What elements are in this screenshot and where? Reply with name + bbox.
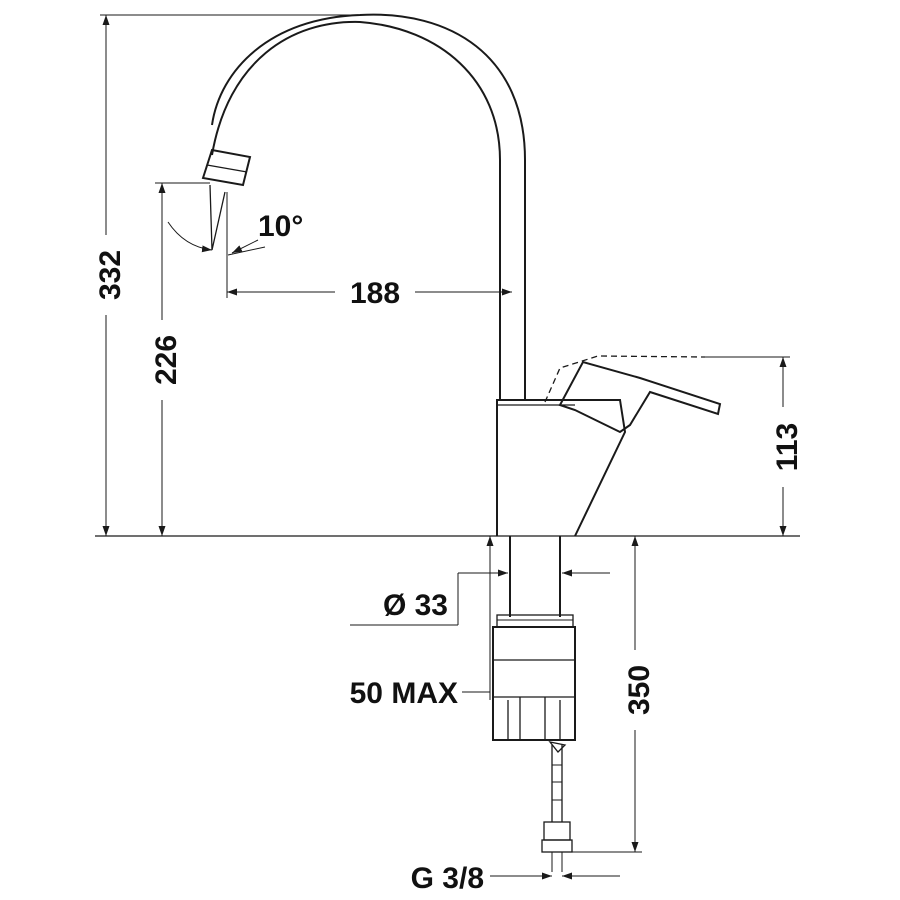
spout	[201, 13, 526, 400]
mounting-nut	[492, 626, 576, 741]
dimension-350-label: 350	[623, 665, 656, 715]
dimension-50max-label: 50 MAX	[350, 677, 458, 710]
dimension-332-label: 332	[94, 250, 127, 300]
dimension-188-label: 188	[350, 277, 400, 310]
dimension-handle-height: 113	[705, 356, 805, 536]
dimension-spout-angle: 10°	[167, 210, 303, 256]
lever-handle	[544, 355, 722, 434]
dimension-g38-label: G 3/8	[411, 862, 484, 895]
dimension-hose-length: 350	[572, 536, 656, 853]
dimension-113-label: 113	[771, 423, 804, 471]
shank	[496, 536, 574, 628]
faucet-body	[496, 399, 627, 537]
supply-hose	[541, 741, 573, 872]
dimension-spout-height: 226	[142, 182, 210, 536]
dimension-countertop-max: 50 MAX	[350, 536, 494, 710]
dimension-connection-thread: G 3/8	[411, 862, 620, 895]
dimension-10deg-label: 10°	[258, 210, 303, 243]
dimension-spout-reach: 188	[226, 192, 512, 310]
dimension-total-height: 332	[86, 14, 360, 536]
dimension-d33-label: Ø 33	[383, 589, 448, 622]
dimension-shank-diameter: Ø 33	[350, 540, 610, 626]
dimension-226-label: 226	[150, 335, 183, 385]
